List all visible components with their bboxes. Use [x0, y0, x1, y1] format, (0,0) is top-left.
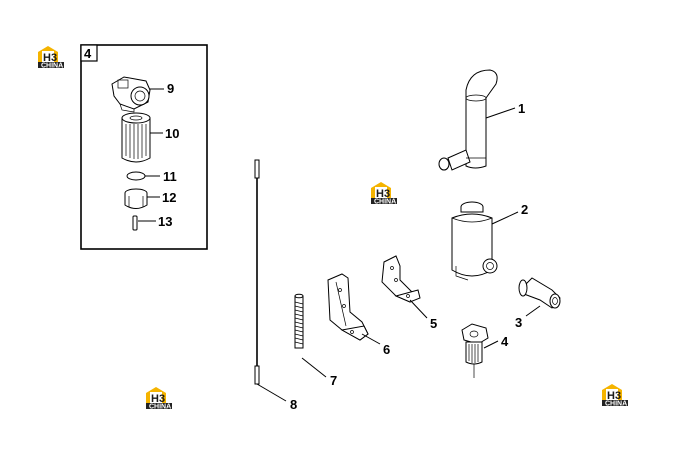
callout-11: 11: [163, 169, 177, 184]
flex-hose: [294, 293, 304, 349]
exhaust-elbow: [518, 277, 561, 309]
callout-8: 8: [290, 397, 297, 412]
callout-4: 4: [501, 334, 509, 349]
svg-text:CHINA: CHINA: [374, 199, 396, 206]
callout-3: 3: [515, 315, 522, 330]
drain-pin: [132, 215, 138, 231]
callout-10: 10: [165, 126, 179, 141]
callout-12: 12: [162, 190, 176, 205]
support-bracket: [327, 273, 369, 341]
callout-2: 2: [521, 202, 528, 217]
exhaust-pipe: [438, 69, 498, 171]
o-ring: [126, 171, 146, 181]
svg-text:CHINA: CHINA: [605, 401, 627, 408]
svg-text:H3: H3: [43, 52, 57, 64]
callout-7: 7: [330, 373, 337, 388]
svg-text:H3: H3: [376, 188, 390, 200]
svg-text:CHINA: CHINA: [149, 404, 171, 411]
callout-6: 6: [383, 342, 390, 357]
long-rod: [254, 159, 260, 385]
callout-9: 9: [167, 81, 174, 96]
detail-box-label: 4: [84, 46, 92, 61]
filter-element: [121, 112, 151, 163]
fuel-filter: [461, 323, 489, 378]
filter-head: [111, 76, 151, 113]
filter-bowl: [124, 188, 148, 209]
svg-text:H3: H3: [607, 390, 621, 402]
callout-1: 1: [518, 101, 525, 116]
brand-logo: H3 CHINA: [602, 384, 628, 408]
callout-5: 5: [430, 316, 437, 331]
callout-13: 13: [158, 214, 172, 229]
detail-box: 4: [80, 44, 208, 250]
brand-logo: H3 CHINA: [146, 387, 172, 411]
muffler: [451, 201, 498, 281]
svg-text:H3: H3: [151, 393, 165, 405]
svg-text:CHINA: CHINA: [41, 63, 63, 70]
brand-logo: H3 CHINA: [38, 46, 64, 70]
muffler-bracket: [381, 255, 421, 303]
brand-logo: H3 CHINA: [371, 182, 397, 206]
